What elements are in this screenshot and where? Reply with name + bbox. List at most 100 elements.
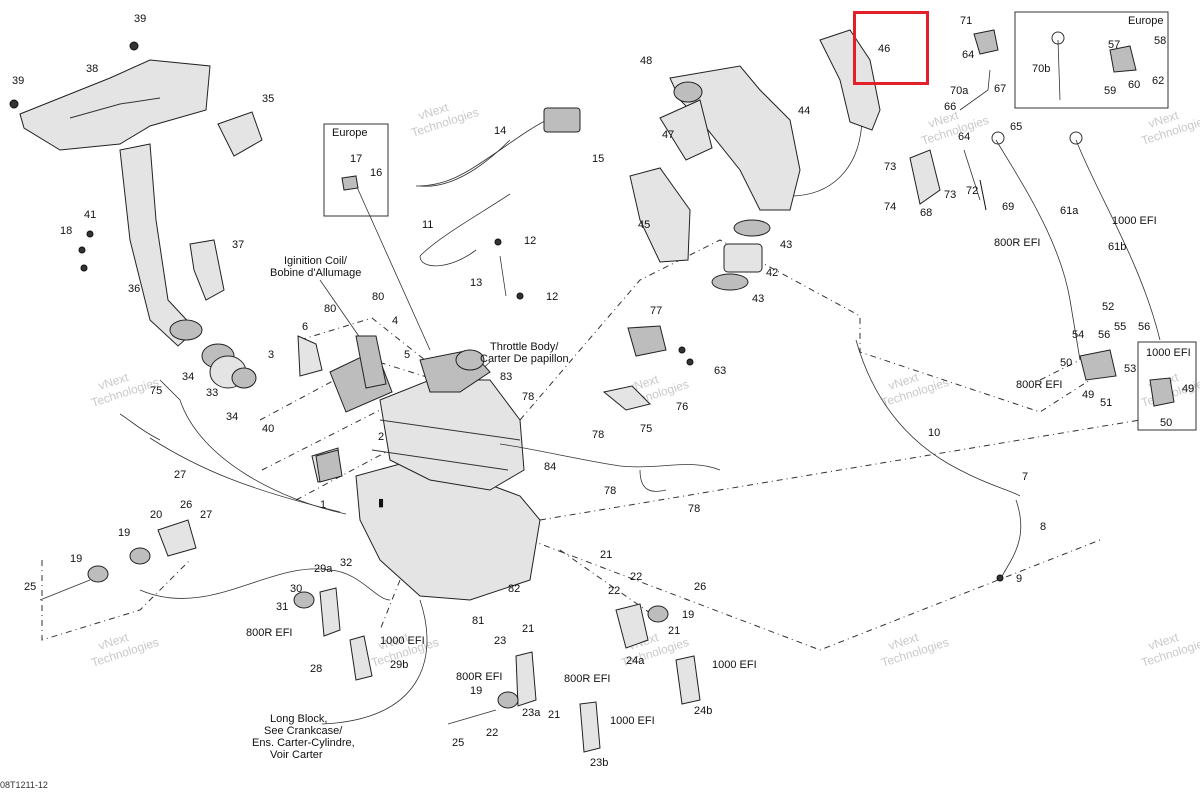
part-label-78d[interactable]: 78 bbox=[688, 503, 700, 515]
part-label-9[interactable]: 9 bbox=[1016, 573, 1022, 585]
part-label-20[interactable]: 20 bbox=[150, 509, 162, 521]
part-label-66[interactable]: 66 bbox=[944, 101, 956, 113]
part-label-70b[interactable]: 70b bbox=[1032, 63, 1050, 75]
part-label-29b[interactable]: 29b bbox=[390, 659, 408, 671]
part-label-12a[interactable]: 12 bbox=[524, 235, 536, 247]
part-label-14[interactable]: 14 bbox=[494, 125, 506, 137]
part-label-37[interactable]: 37 bbox=[232, 239, 244, 251]
part-label-25b[interactable]: 25 bbox=[452, 737, 464, 749]
part-label-53[interactable]: 53 bbox=[1124, 363, 1136, 375]
part-label-6[interactable]: 6 bbox=[302, 321, 308, 333]
part-label-5[interactable]: 5 bbox=[404, 349, 410, 361]
part-label-38[interactable]: 38 bbox=[86, 63, 98, 75]
part-label-83[interactable]: 83 bbox=[500, 371, 512, 383]
part-label-22a[interactable]: 22 bbox=[630, 571, 642, 583]
part-label-61b[interactable]: 61b bbox=[1108, 241, 1126, 253]
part-label-23[interactable]: 23 bbox=[494, 635, 506, 647]
part-label-60[interactable]: 60 bbox=[1128, 79, 1140, 91]
part-label-16[interactable]: 16 bbox=[370, 167, 382, 179]
part-label-10[interactable]: 10 bbox=[928, 427, 940, 439]
part-label-82[interactable]: 82 bbox=[508, 583, 520, 595]
part-label-72[interactable]: 72 bbox=[966, 185, 978, 197]
part-label-68[interactable]: 68 bbox=[920, 207, 932, 219]
part-label-65[interactable]: 65 bbox=[1010, 121, 1022, 133]
part-label-22b[interactable]: 22 bbox=[608, 585, 620, 597]
part-label-32[interactable]: 32 bbox=[340, 557, 352, 569]
part-label-73b[interactable]: 73 bbox=[944, 189, 956, 201]
part-label-23a[interactable]: 23a bbox=[522, 707, 541, 719]
part-label-57[interactable]: 57 bbox=[1108, 39, 1120, 51]
selected-part-highlight[interactable] bbox=[853, 11, 929, 85]
part-label-40[interactable]: 40 bbox=[262, 423, 274, 435]
part-label-43a[interactable]: 43 bbox=[780, 239, 792, 251]
part-label-56b[interactable]: 56 bbox=[1138, 321, 1150, 333]
part-label-73a[interactable]: 73 bbox=[884, 161, 896, 173]
part-label-19c[interactable]: 19 bbox=[682, 609, 694, 621]
part-label-27b[interactable]: 27 bbox=[200, 509, 212, 521]
part-label-21d[interactable]: 21 bbox=[548, 709, 560, 721]
part-label-70a[interactable]: 70a bbox=[950, 85, 969, 97]
part-label-49a[interactable]: 49 bbox=[1082, 389, 1094, 401]
part-label-45[interactable]: 45 bbox=[638, 219, 650, 231]
part-label-71[interactable]: 71 bbox=[960, 15, 972, 27]
part-label-19d[interactable]: 19 bbox=[470, 685, 482, 697]
part-label-4[interactable]: 4 bbox=[392, 315, 398, 327]
part-label-24b[interactable]: 24b bbox=[694, 705, 712, 717]
part-label-36[interactable]: 36 bbox=[128, 283, 140, 295]
part-label-47[interactable]: 47 bbox=[662, 129, 674, 141]
part-label-29a[interactable]: 29a bbox=[314, 563, 333, 575]
part-label-12b[interactable]: 12 bbox=[546, 291, 558, 303]
part-label-54[interactable]: 54 bbox=[1072, 329, 1084, 341]
part-label-27a[interactable]: 27 bbox=[174, 469, 186, 481]
part-label-78c[interactable]: 78 bbox=[604, 485, 616, 497]
part-label-44[interactable]: 44 bbox=[798, 105, 810, 117]
part-label-42[interactable]: 42 bbox=[766, 267, 778, 279]
part-label-80b[interactable]: 80 bbox=[372, 291, 384, 303]
part-label-21c[interactable]: 21 bbox=[522, 623, 534, 635]
part-label-46[interactable]: 46 bbox=[878, 43, 890, 55]
part-label-30[interactable]: 30 bbox=[290, 583, 302, 595]
part-label-26b[interactable]: 26 bbox=[694, 581, 706, 593]
part-label-69[interactable]: 69 bbox=[1002, 201, 1014, 213]
part-label-22c[interactable]: 22 bbox=[486, 727, 498, 739]
part-label-39b[interactable]: 39 bbox=[12, 75, 24, 87]
part-label-49b[interactable]: 49 bbox=[1182, 383, 1194, 395]
part-label-34b[interactable]: 34 bbox=[226, 411, 238, 423]
part-label-28[interactable]: 28 bbox=[310, 663, 322, 675]
part-label-84[interactable]: 84 bbox=[544, 461, 556, 473]
part-label-26a[interactable]: 26 bbox=[180, 499, 192, 511]
part-label-39a[interactable]: 39 bbox=[134, 13, 146, 25]
part-label-17[interactable]: 17 bbox=[350, 153, 362, 165]
part-label-8[interactable]: 8 bbox=[1040, 521, 1046, 533]
part-label-81[interactable]: 81 bbox=[472, 615, 484, 627]
part-label-67[interactable]: 67 bbox=[994, 83, 1006, 95]
part-label-13[interactable]: 13 bbox=[470, 277, 482, 289]
part-label-59[interactable]: 59 bbox=[1104, 85, 1116, 97]
part-label-78a[interactable]: 78 bbox=[522, 391, 534, 403]
part-label-64a[interactable]: 64 bbox=[962, 49, 974, 61]
part-label-55[interactable]: 55 bbox=[1114, 321, 1126, 333]
part-label-77[interactable]: 77 bbox=[650, 305, 662, 317]
part-label-61a[interactable]: 61a bbox=[1060, 205, 1079, 217]
part-label-74[interactable]: 74 bbox=[884, 201, 896, 213]
part-label-21b[interactable]: 21 bbox=[668, 625, 680, 637]
part-label-63[interactable]: 63 bbox=[714, 365, 726, 377]
part-label-23b[interactable]: 23b bbox=[590, 757, 608, 769]
part-label-2[interactable]: 2 bbox=[378, 431, 384, 443]
part-label-31[interactable]: 31 bbox=[276, 601, 288, 613]
part-label-15[interactable]: 15 bbox=[592, 153, 604, 165]
part-label-41[interactable]: 41 bbox=[84, 209, 96, 221]
part-label-33[interactable]: 33 bbox=[206, 387, 218, 399]
part-label-48[interactable]: 48 bbox=[640, 55, 652, 67]
part-label-51[interactable]: 51 bbox=[1100, 397, 1112, 409]
part-label-19b[interactable]: 19 bbox=[70, 553, 82, 565]
part-label-34a[interactable]: 34 bbox=[182, 371, 194, 383]
part-label-19a[interactable]: 19 bbox=[118, 527, 130, 539]
part-label-11[interactable]: 11 bbox=[422, 219, 433, 231]
part-label-75b[interactable]: 75 bbox=[640, 423, 652, 435]
part-label-18[interactable]: 18 bbox=[60, 225, 72, 237]
part-label-58[interactable]: 58 bbox=[1154, 35, 1166, 47]
part-label-76[interactable]: 76 bbox=[676, 401, 688, 413]
part-label-25a[interactable]: 25 bbox=[24, 581, 36, 593]
part-label-24a[interactable]: 24a bbox=[626, 655, 645, 667]
